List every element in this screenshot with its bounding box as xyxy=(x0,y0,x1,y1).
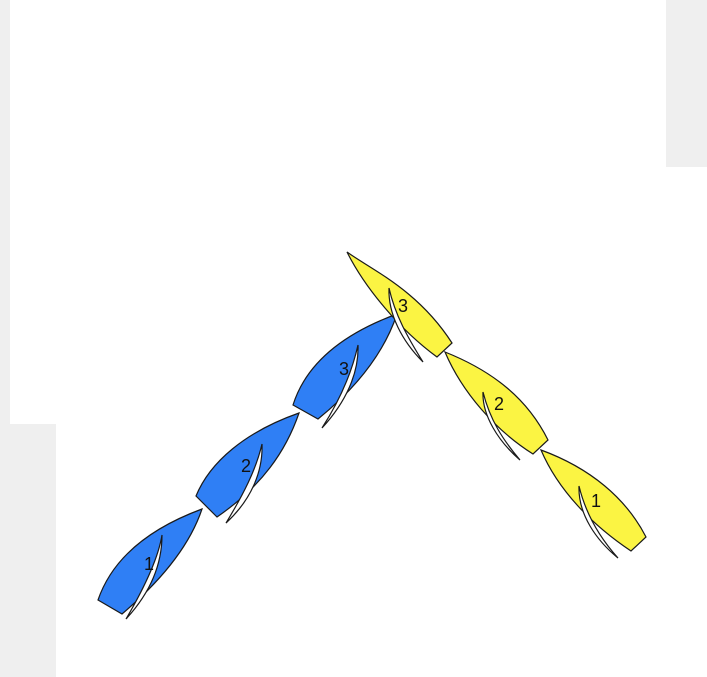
boat-label: 3 xyxy=(398,296,408,316)
boat-blue-3: 3 xyxy=(293,314,397,428)
boat-label: 3 xyxy=(339,359,349,379)
boat-label: 1 xyxy=(591,491,601,511)
boat-yellow-2: 2 xyxy=(445,352,548,460)
boat-blue-1: 1 xyxy=(98,509,202,619)
boat-label: 2 xyxy=(494,394,504,414)
boat-label: 1 xyxy=(144,554,154,574)
boat-yellow-1: 1 xyxy=(541,450,646,558)
boat-blue-2: 2 xyxy=(196,413,299,523)
boat-label: 2 xyxy=(241,456,251,476)
